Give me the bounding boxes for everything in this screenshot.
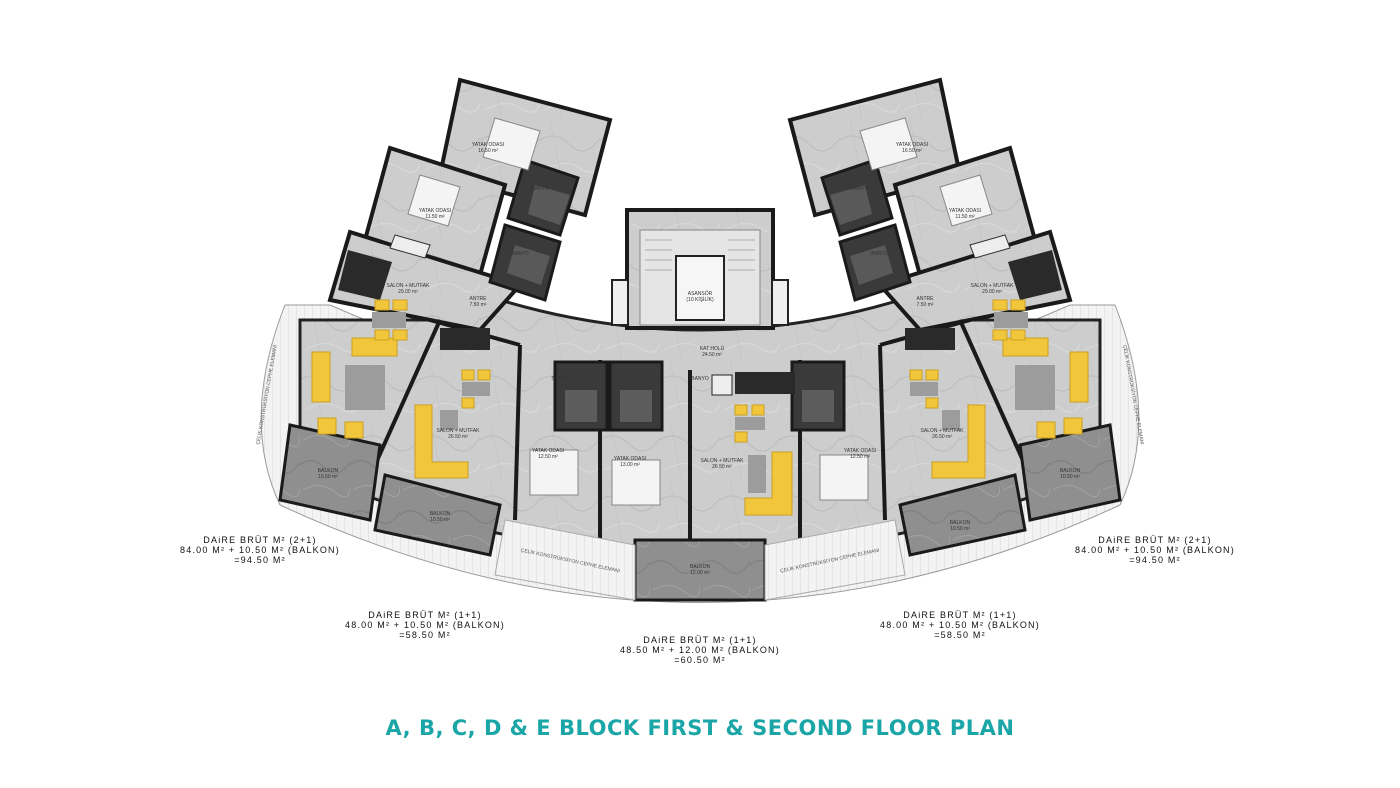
room-label-balkon: BALKON [1060, 468, 1081, 474]
facade-bands [494, 519, 906, 601]
unit-area-total: =58.50 M² [399, 630, 451, 640]
unit-area-total: =60.50 M² [674, 655, 726, 665]
unit-area-breakdown: 48.00 M² + 10.50 M² (BALKON) [880, 620, 1040, 630]
room-area: 10.50 m² [950, 526, 970, 532]
room-area: 26.50 m² [448, 434, 468, 440]
room-label-banyo: BANYO [511, 251, 529, 257]
room-area: 11.50 m² [425, 214, 445, 220]
room-label-balkon: BALKON [950, 520, 971, 526]
room-area: 29.00 m² [982, 289, 1002, 295]
unit-info-left-2plus1: DAiRE BRÜT M² (2+1) 84.00 M² + 10.50 M² … [145, 535, 375, 565]
unit-type-label: DAiRE BRÜT M² (2+1) [203, 535, 317, 545]
unit-area-breakdown: 48.00 M² + 10.50 M² (BALKON) [345, 620, 505, 630]
room-area: 29.00 m² [398, 289, 418, 295]
room-label-salon: SALON + MUTFAK [971, 283, 1015, 289]
room-label-yatak: YATAK ODASI [896, 142, 928, 148]
room-label-salon: SALON + MUTFAK [387, 283, 431, 289]
room-area: 5.00 m² [552, 376, 569, 382]
room-area: 12.50 m² [850, 454, 870, 460]
room-label-balkon: BALKON [318, 468, 339, 474]
room-area: 16.50 m² [478, 148, 498, 154]
unit-info-right-1plus1: DAiRE BRÜT M² (1+1) 48.00 M² + 10.50 M² … [845, 610, 1075, 640]
unit-type-label: DAiRE BRÜT M² (2+1) [1098, 535, 1212, 545]
core [611, 208, 789, 330]
unit-info-left-1plus1: DAiRE BRÜT M² (1+1) 48.00 M² + 10.50 M² … [310, 610, 540, 640]
unit-area-breakdown: 48.50 M² + 12.00 M² (BALKON) [620, 645, 780, 655]
room-area: 10.50 m² [1060, 474, 1080, 480]
room-label-yatak-2: YATAK ODASI [419, 208, 451, 214]
room-label-antre: ANTRE [917, 296, 935, 302]
room-area: 26.50 m² [932, 434, 952, 440]
room-label-asansor-note: (10 KİŞİLİK) [686, 296, 714, 303]
room-label-yatak: YATAK ODASI [844, 448, 876, 454]
room-label-salon: SALON + MUTFAK [921, 428, 965, 434]
yellow-furniture [311, 299, 1089, 516]
unit-area-breakdown: 84.00 M² + 10.50 M² (BALKON) [1075, 545, 1235, 555]
plan-title: A, B, C, D & E BLOCK FIRST & SECOND FLOO… [385, 716, 1015, 740]
balconies [278, 423, 1122, 602]
room-area: 24.50 m² [702, 352, 722, 358]
room-label-salon: SALON + MUTFAK [437, 428, 481, 434]
room-label-banyo: BANYO [531, 186, 549, 192]
room-label-yatak: YATAK ODASI [532, 448, 564, 454]
lower-bathrooms [440, 328, 955, 432]
room-labels: YATAK ODASI 16.50 m² YATAK ODASI 11.50 m… [318, 142, 1081, 576]
room-label-yatak: YATAK ODASI [949, 208, 981, 214]
unit-area-total: =58.50 M² [934, 630, 986, 640]
beds [407, 117, 993, 506]
left-wing [327, 77, 613, 333]
room-label-yatak-1: YATAK ODASI [472, 142, 504, 148]
room-area: 12.50 m² [538, 454, 558, 460]
unit-area-total: =94.50 M² [234, 555, 286, 565]
room-area: 13.00 m² [620, 462, 640, 468]
unit-type-label: DAiRE BRÜT M² (1+1) [643, 635, 757, 645]
unit-type-label: DAiRE BRÜT M² (1+1) [903, 610, 1017, 620]
unit-type-label: DAiRE BRÜT M² (1+1) [368, 610, 482, 620]
room-area: 7.50 m² [917, 302, 934, 308]
unit-info-right-2plus1: DAiRE BRÜT M² (2+1) 84.00 M² + 10.50 M² … [1040, 535, 1270, 565]
room-area: 10.50 m² [318, 474, 338, 480]
room-label-banyo: BANYO [871, 251, 889, 257]
room-area: 7.50 m² [470, 302, 487, 308]
room-area: 10.50 m² [430, 517, 450, 523]
room-label-kat-holu: KAT HOLÜ [700, 345, 725, 352]
room-label-balkon: BALKON [430, 511, 451, 517]
room-label-balkon: BALKON [690, 564, 711, 570]
unit-area-total: =94.50 M² [1129, 555, 1181, 565]
room-label-salon: SALON + MUTFAK [701, 458, 745, 464]
room-area: 16.50 m² [902, 148, 922, 154]
unit-info-center-1plus1: DAiRE BRÜT M² (1+1) 48.50 M² + 12.00 M² … [585, 635, 815, 665]
room-label-banyo: BANYO [691, 376, 709, 382]
room-label-asansor: ASANSÖR [688, 290, 713, 297]
room-label-antre: ANTRE [470, 296, 488, 302]
room-area: 11.50 m² [955, 214, 975, 220]
right-wing [787, 77, 1073, 333]
room-area: 12.00 m² [690, 570, 710, 576]
room-label-yatak: YATAK ODASI [614, 456, 646, 462]
room-label-banyo: BANYO [851, 186, 869, 192]
room-area: 26.50 m² [712, 464, 732, 470]
unit-area-breakdown: 84.00 M² + 10.50 M² (BALKON) [180, 545, 340, 555]
grey-furniture [345, 312, 1055, 493]
